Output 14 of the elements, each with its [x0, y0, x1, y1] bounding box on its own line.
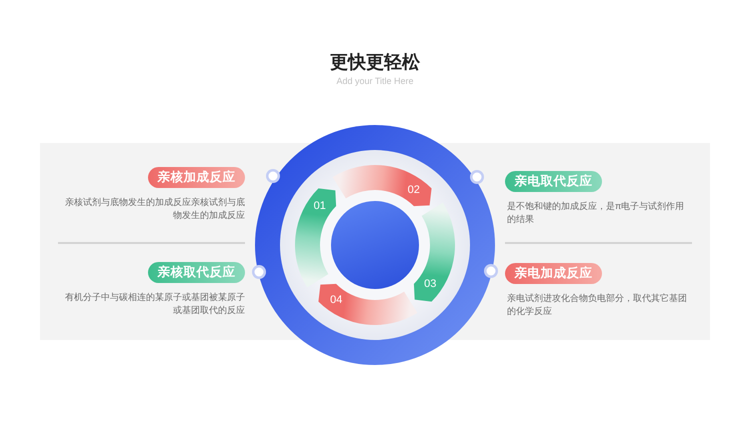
description-text: 亲电试剂进攻化合物负电部分，取代其它基团的化学反应 [507, 292, 688, 318]
description-text: 亲核试剂与底物发生的加成反应亲核试剂与底物发生的加成反应 [64, 196, 245, 222]
pill-label: 亲核取代反应 [148, 262, 245, 283]
arc-segment: 02 [332, 165, 432, 207]
pill-label: 亲核加成反应 [148, 167, 245, 188]
description-text: 是不饱和键的加成反应，是π电子与试剂作用的结果 [507, 200, 686, 226]
description-text: 有机分子中与碳相连的某原子或基团被某原子或基团取代的反应 [64, 291, 245, 317]
subtitle: Add your Title Here [336, 75, 414, 87]
arc-segment: 03 [413, 202, 455, 302]
pill-label: 亲电取代反应 [505, 171, 602, 192]
title: 更快更轻松 [330, 51, 420, 73]
arc-segment: 04 [318, 283, 418, 325]
pill-label: 亲电加成反应 [505, 263, 602, 284]
arc-segment: 01 [295, 188, 337, 288]
